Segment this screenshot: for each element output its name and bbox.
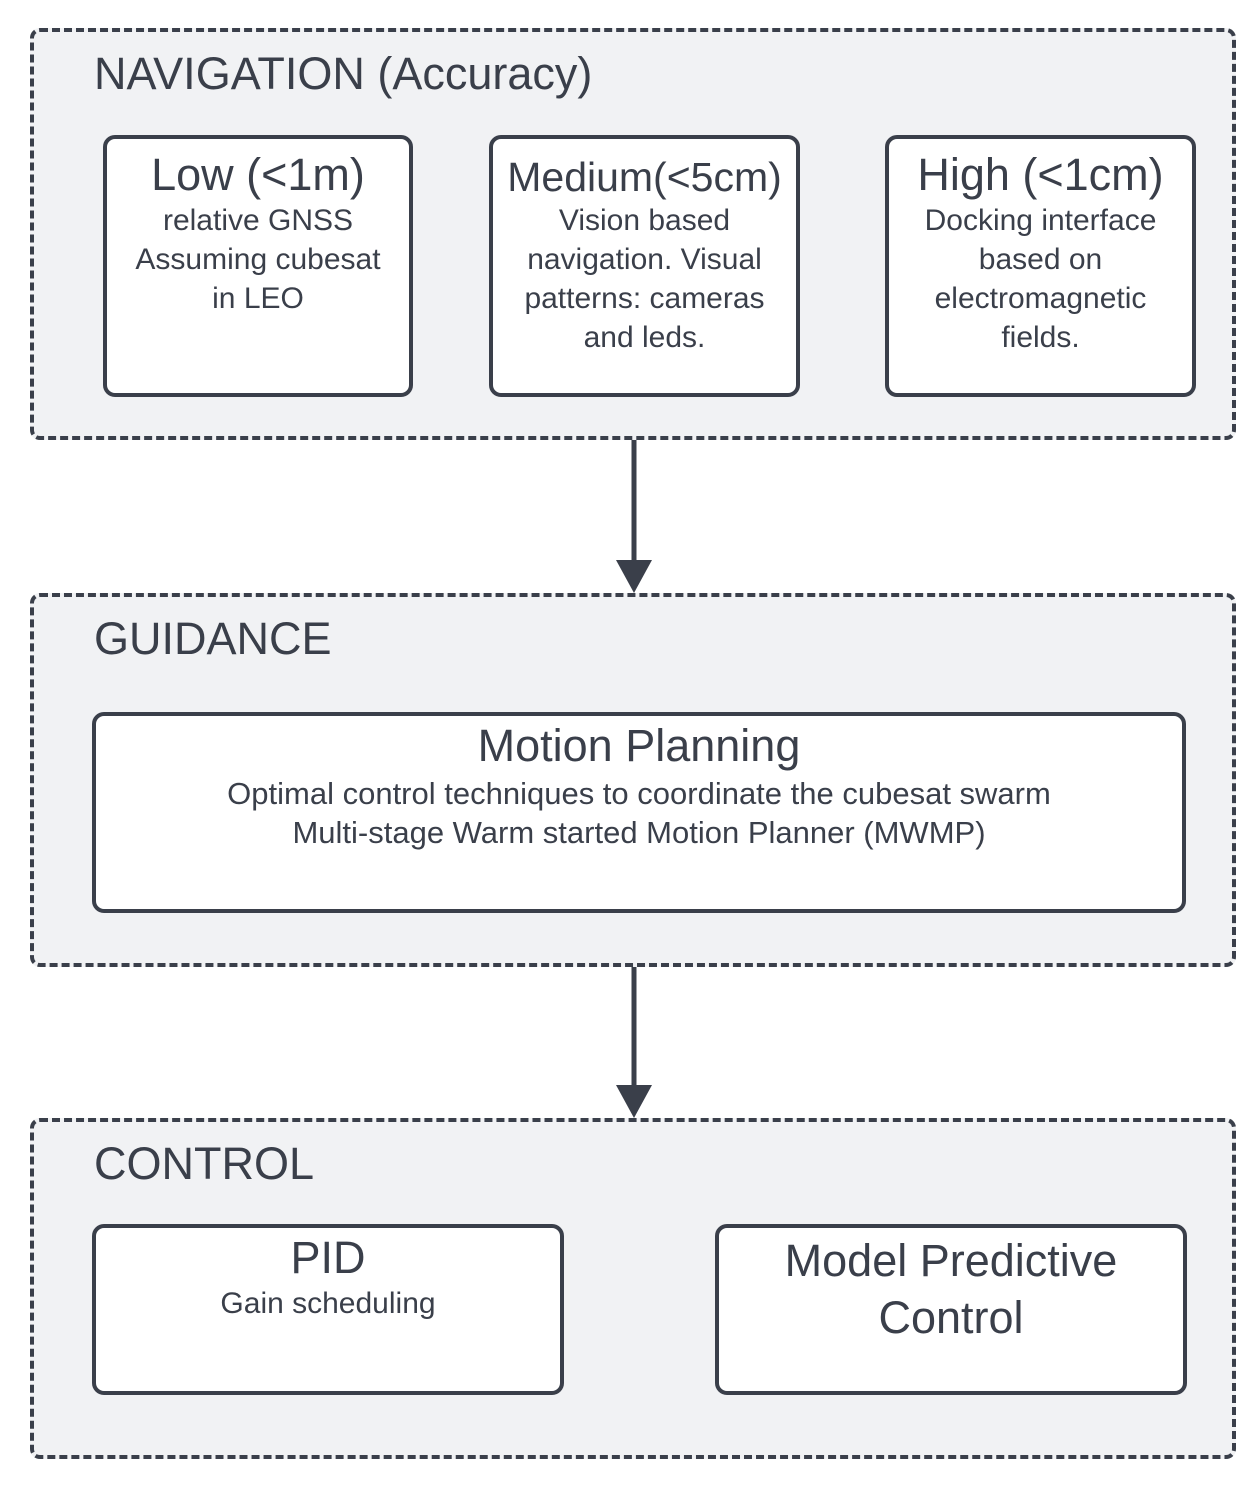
mpc-box: Model Predictive Control [715,1224,1187,1395]
motion-planning-box: Motion Planning Optimal control techniqu… [92,712,1186,913]
mpc-title-line-2: Control [878,1292,1024,1343]
guidance-group-title: GUIDANCE [94,613,332,664]
control-group-title: CONTROL [94,1138,315,1189]
navigation-group: NAVIGATION (Accuracy) Low (<1m) relative… [30,28,1236,440]
motion-planning-line-1: Optimal control techniques to coordinate… [227,776,1051,811]
nav-medium-box: Medium(<5cm) Vision based navigation. Vi… [489,135,800,397]
nav-to-guidance-arrowhead [616,560,652,593]
nav-high-line-3: electromagnetic [934,282,1147,315]
nav-low-line-1: relative GNSS [162,204,354,237]
guidance-to-control-arrowhead [616,1085,652,1118]
navigation-group-title: NAVIGATION (Accuracy) [94,48,593,99]
nav-high-title: High (<1cm) [917,149,1164,200]
nav-high-line-2: based on [978,243,1103,276]
guidance-group: GUIDANCE Motion Planning Optimal control… [30,593,1236,967]
nav-medium-title: Medium(<5cm) [507,154,782,200]
nav-medium-line-2: navigation. Visual [527,243,762,276]
nav-low-box: Low (<1m) relative GNSS Assuming cubesat… [103,135,413,397]
nav-low-line-3: in LEO [212,282,304,315]
motion-planning-line-2: Multi-stage Warm started Motion Planner … [292,815,986,850]
mpc-title-line-1: Model Predictive [784,1235,1118,1286]
pid-line-1: Gain scheduling [220,1287,436,1320]
nav-medium-line-1: Vision based [558,204,731,237]
nav-low-line-2: Assuming cubesat [135,243,381,276]
nav-high-line-1: Docking interface [924,204,1157,237]
nav-high-line-4: fields. [1001,321,1080,354]
control-group: CONTROL PID Gain scheduling Model Predic… [30,1118,1236,1459]
pid-title: PID [290,1232,366,1283]
nav-high-box: High (<1cm) Docking interface based on e… [885,135,1196,397]
motion-planning-title: Motion Planning [477,720,801,771]
nav-low-title: Low (<1m) [151,149,365,200]
pid-box: PID Gain scheduling [92,1224,564,1395]
nav-medium-line-4: and leds. [583,321,706,354]
nav-medium-line-3: patterns: cameras [524,282,765,315]
